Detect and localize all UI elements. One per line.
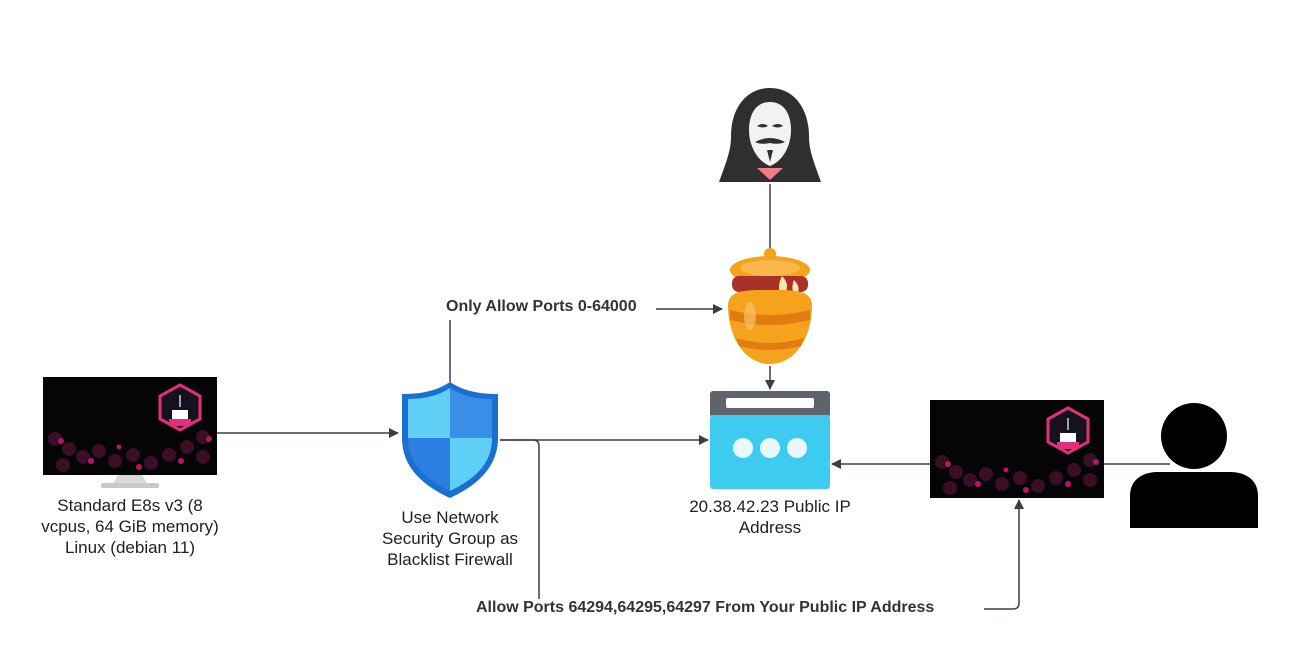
source-vm-node xyxy=(43,377,217,489)
edge-firewall-admin-route xyxy=(500,439,540,600)
firewall-node xyxy=(400,380,500,500)
firewall-label: Use Network Security Group as Blacklist … xyxy=(381,508,519,569)
public-ip-label: 20.38.42.23 Public IP Address xyxy=(689,497,851,537)
edge-admin-to-dashboard xyxy=(984,499,1024,610)
user-dashboard-node xyxy=(930,400,1104,498)
anonymous-hacker-icon xyxy=(719,88,821,182)
source-vm-label: Standard E8s v3 (8 vcpus, 64 GiB memory)… xyxy=(41,496,219,557)
admin-ports-label: Allow Ports 64294,64295,64297 From Your … xyxy=(476,599,935,617)
user-node xyxy=(1130,400,1258,528)
user-silhouette-icon xyxy=(1130,403,1258,528)
tpot-monitor-icon xyxy=(43,377,217,488)
azure-nsg-shield-icon xyxy=(402,382,498,498)
tpot-screen-icon xyxy=(930,400,1104,498)
attacker-node xyxy=(717,86,823,184)
allow-ports-label: Only Allow Ports 0-64000 xyxy=(446,298,637,316)
public-ip-icon xyxy=(710,391,830,489)
public-ip-node xyxy=(710,391,830,489)
honey-pot-icon xyxy=(728,248,812,364)
honeypot-node xyxy=(722,246,818,368)
